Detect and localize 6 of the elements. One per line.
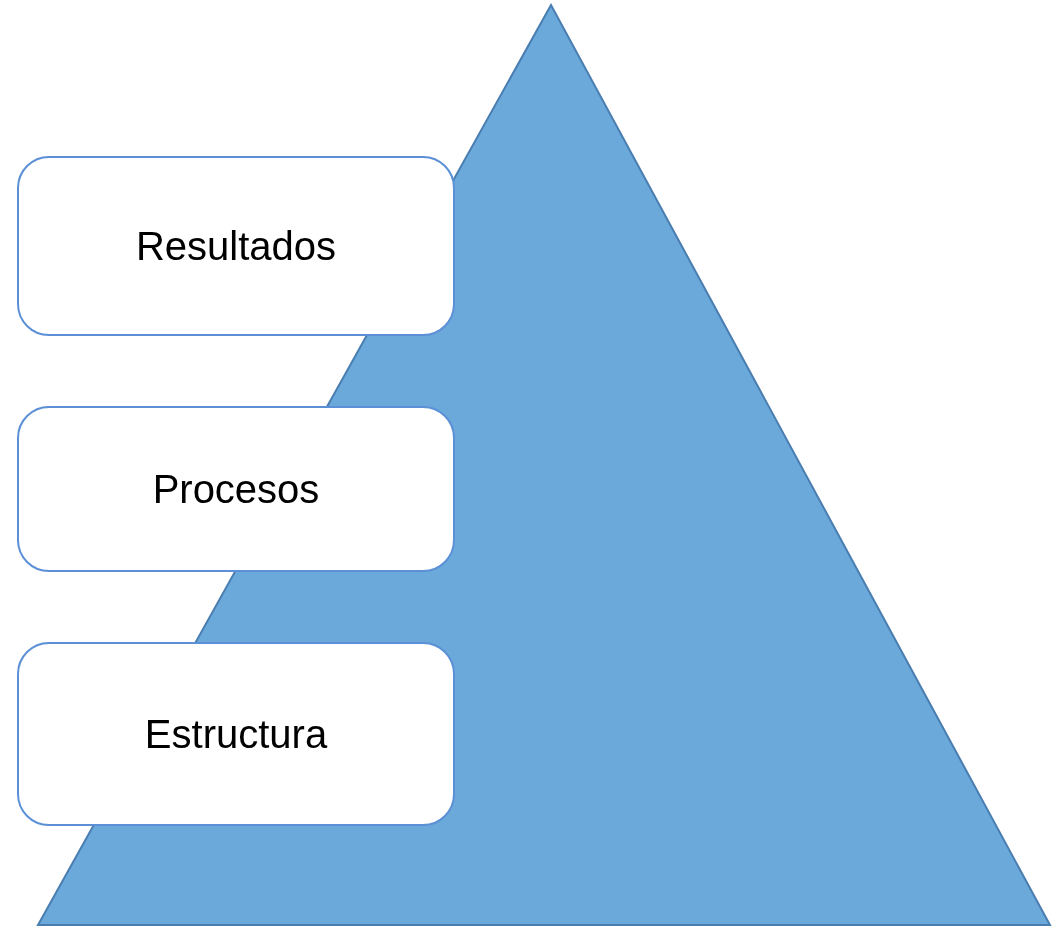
level-box	[17, 642, 455, 826]
level-label: Estructura	[144, 711, 328, 757]
level-label: Procesos	[152, 466, 320, 512]
level-label: Resultados	[135, 223, 337, 269]
level-box	[17, 156, 455, 336]
level-box	[17, 406, 455, 572]
